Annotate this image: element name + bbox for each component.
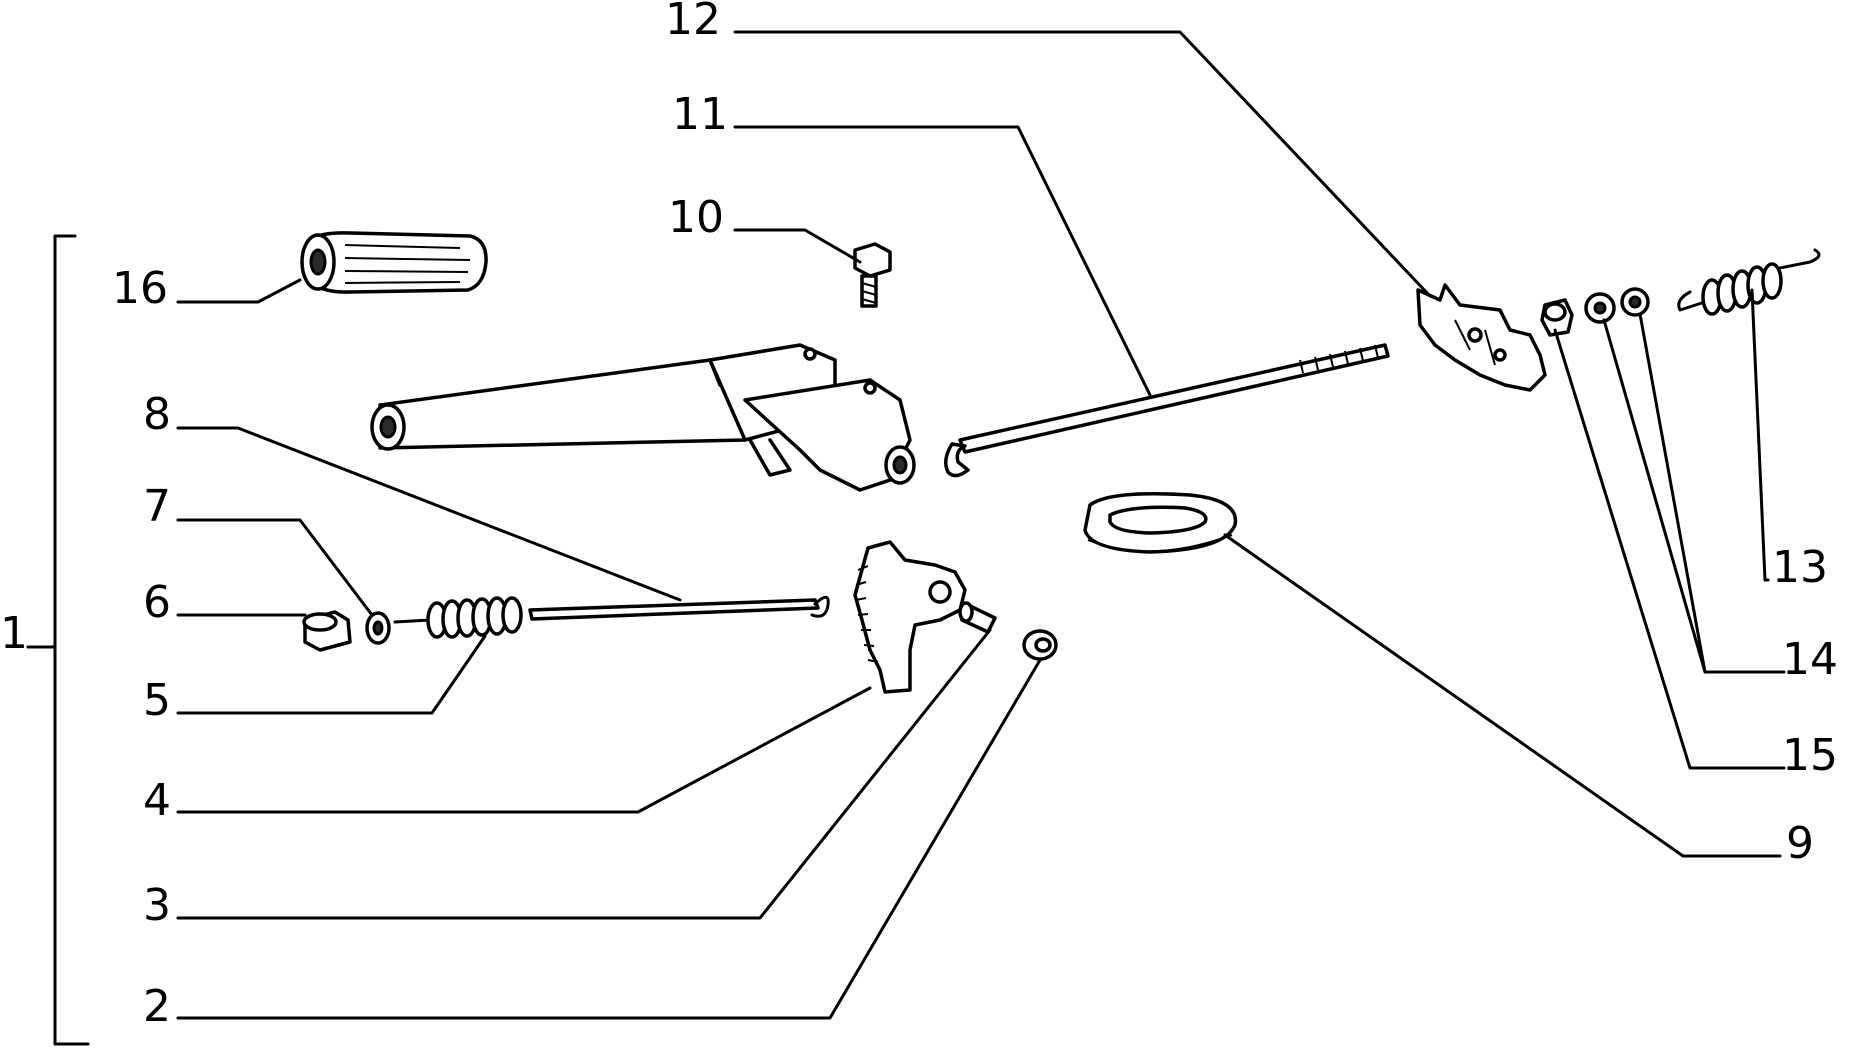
callout-2: 2 — [143, 981, 171, 1032]
callout-12: 12 — [665, 0, 721, 45]
callout-11: 11 — [672, 89, 728, 140]
leader-7 — [176, 518, 374, 617]
leader-12 — [733, 30, 1432, 298]
part-4-ratchet-quadrant — [853, 540, 967, 694]
part-6-cap — [302, 610, 352, 652]
leader-14b — [1638, 312, 1707, 674]
callout-15: 15 — [1782, 730, 1838, 781]
leader-3 — [176, 628, 992, 920]
part-15-cap-nut — [1540, 298, 1574, 337]
callout-3: 3 — [143, 880, 171, 931]
callout-10: 10 — [668, 192, 724, 243]
leader-4 — [176, 686, 872, 814]
callout-labels: 1 16 8 7 6 5 4 3 2 10 11 12 13 14 15 9 — [0, 0, 1838, 1032]
leader-11 — [733, 125, 1152, 397]
part-lever-body — [370, 343, 916, 492]
leader-9 — [1223, 533, 1782, 858]
part-13-spring — [1677, 248, 1821, 316]
leader-8 — [176, 426, 682, 602]
part-5-spring-rod — [393, 596, 523, 639]
callout-9: 9 — [1786, 818, 1814, 869]
leader-lines — [176, 30, 1786, 1020]
callout-7: 7 — [143, 481, 171, 532]
part-10-bolt — [853, 242, 892, 308]
part-3-pin — [958, 601, 997, 634]
leader-15 — [1553, 328, 1786, 770]
callout-1: 1 — [0, 608, 28, 659]
leader-16 — [176, 278, 302, 304]
callout-4: 4 — [143, 775, 171, 826]
leader-2 — [176, 658, 1042, 1020]
callout-8: 8 — [143, 389, 171, 440]
part-14-washers — [1584, 287, 1650, 324]
callout-5: 5 — [143, 675, 171, 726]
part-9-rubber-boot — [1083, 492, 1238, 554]
leader-5 — [176, 634, 487, 715]
callout-16: 16 — [112, 263, 168, 314]
part-7-washer — [365, 611, 391, 645]
part-2-clip — [1022, 629, 1058, 661]
leader-13 — [1750, 288, 1770, 582]
part-8-pull-rod — [528, 595, 830, 621]
callout-6: 6 — [143, 577, 171, 628]
callout-13: 13 — [1772, 542, 1828, 593]
part-12-bracket-plate — [1416, 283, 1547, 392]
part-11-threaded-rod — [944, 343, 1390, 478]
callout-14: 14 — [1782, 634, 1838, 685]
assembly-bracket — [26, 234, 90, 1046]
part-16-handle-grip — [300, 231, 488, 294]
leader-10 — [733, 228, 862, 264]
